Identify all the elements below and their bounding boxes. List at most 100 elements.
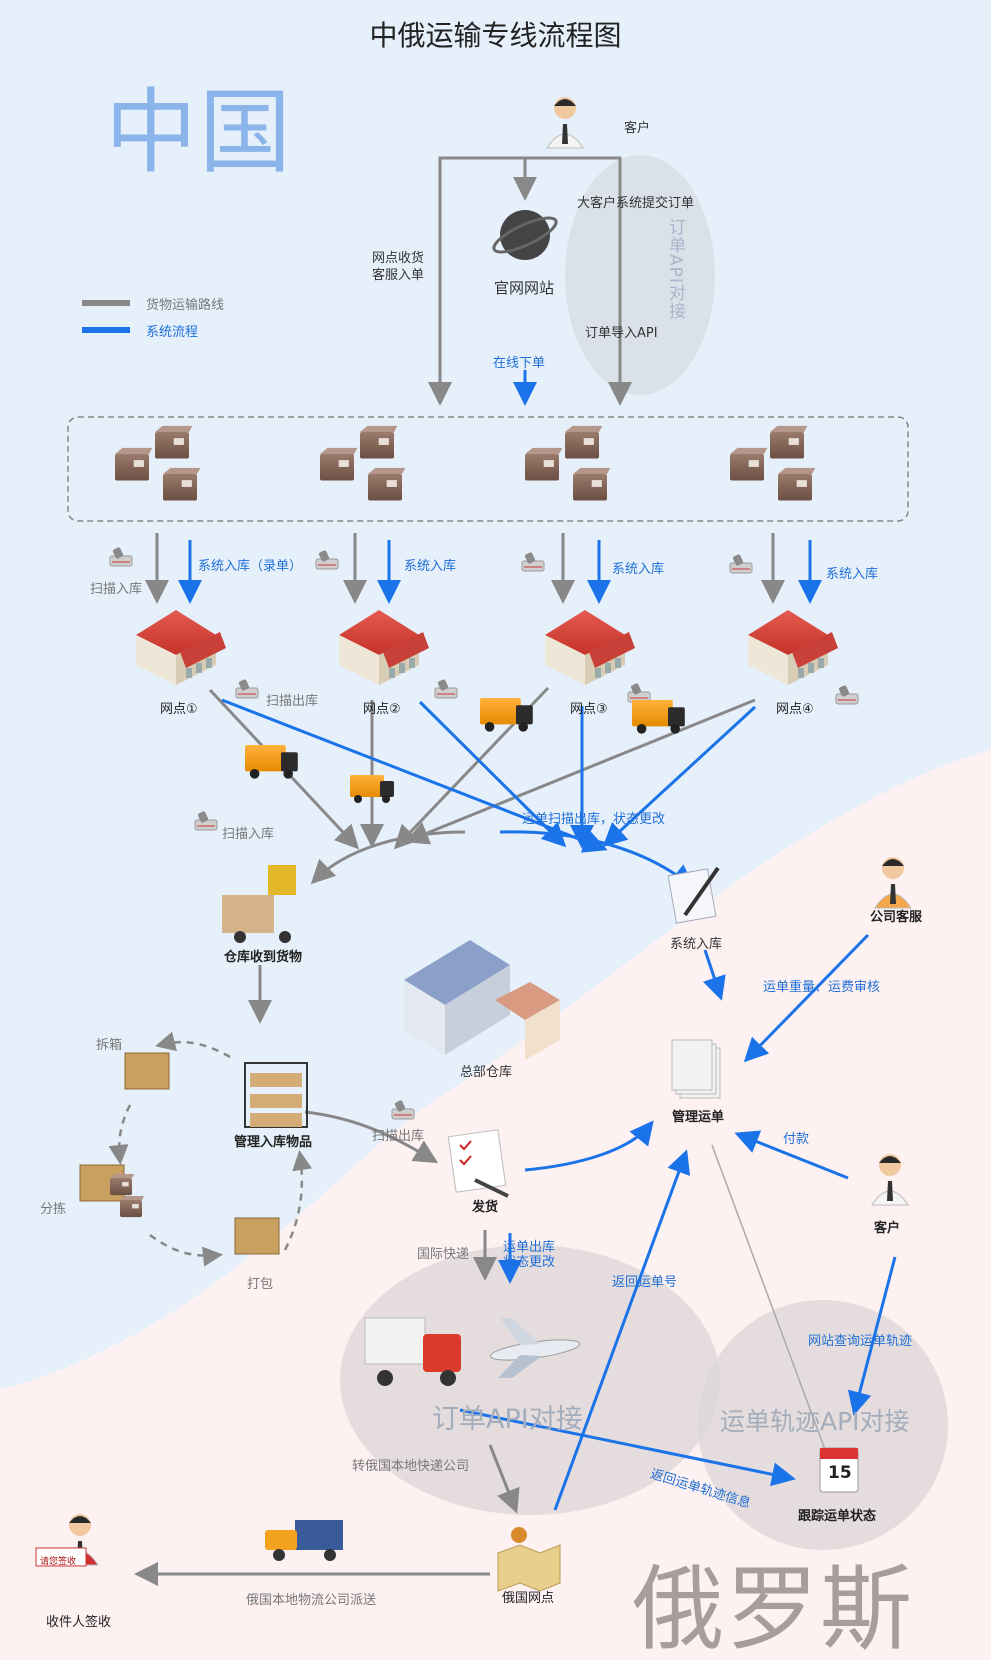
route-to-ship xyxy=(304,1110,439,1164)
station-building-3 xyxy=(545,610,635,685)
station-building-4 xyxy=(748,610,838,685)
hq-warehouse-icon xyxy=(404,940,560,1060)
sort-label: 分拣 xyxy=(40,1202,67,1217)
scanner-out-1 xyxy=(235,679,259,699)
station2-name: 网点② xyxy=(363,702,401,717)
scanner-in-3 xyxy=(521,552,545,572)
truck-3 xyxy=(480,698,533,732)
station-building-2 xyxy=(339,610,429,685)
page-title: 中俄运输专线流程图 xyxy=(369,19,622,52)
intl-express-label: 国际快递 xyxy=(417,1247,470,1262)
warehouse-receive-label: 仓库收到货物 xyxy=(224,950,303,965)
scanner-out-2 xyxy=(434,679,458,699)
region-russia-label: 俄罗斯 xyxy=(632,1556,915,1663)
scanner-out-6 xyxy=(391,1100,415,1120)
sys-service-to-manage xyxy=(743,933,870,1063)
calendar-day-text: 15 xyxy=(828,1463,852,1483)
forklift-icon xyxy=(222,865,296,943)
scan-in-2-label: 扫描入库 xyxy=(222,827,275,842)
loop-to-pack xyxy=(149,1233,223,1267)
manage-goods-icon xyxy=(244,1062,308,1128)
station3-name: 网点③ xyxy=(570,702,608,717)
weight-check-label: 运单重量、运费审核 xyxy=(763,980,881,995)
parcel-stack-4 xyxy=(730,425,816,501)
station4-name: 网点④ xyxy=(776,702,814,717)
sys-website-query xyxy=(847,1256,897,1416)
loop-to-sort xyxy=(108,1104,132,1165)
pack-boxes-icon xyxy=(234,1217,280,1255)
payment-label: 付款 xyxy=(783,1132,810,1147)
company-service-label: 公司客服 xyxy=(870,910,923,925)
scan-in-label: 扫描入库 xyxy=(90,582,143,597)
online-order-label: 在线下单 xyxy=(493,356,546,371)
hq-warehouse-label: 总部仓库 xyxy=(460,1065,513,1080)
parcel-group-box xyxy=(67,416,909,522)
return-waybill-label: 返回运单号 xyxy=(612,1275,678,1290)
big-customer-label: 大客户系统提交订单 xyxy=(577,196,695,211)
pack-label: 打包 xyxy=(247,1277,274,1292)
track-status-label: 跟踪运单状态 xyxy=(798,1509,877,1524)
company-service-icon xyxy=(874,857,912,909)
customer-top-label: 客户 xyxy=(624,121,651,136)
sys-s1-scan xyxy=(221,698,608,853)
sign-card-icon xyxy=(35,1547,87,1567)
truck-2 xyxy=(350,775,394,803)
sys-merge-inbound xyxy=(499,830,695,889)
truck-4 xyxy=(632,700,685,734)
scanner-in-1 xyxy=(109,547,133,567)
track-api-ellipse xyxy=(698,1300,948,1550)
sort-box-3 xyxy=(120,1196,145,1218)
route-bigcustomer xyxy=(558,156,632,406)
order-api-label: 订单导入API xyxy=(585,326,658,341)
manage-waybill-label: 管理运单 xyxy=(672,1110,725,1125)
legend-system-label: 系统流程 xyxy=(146,325,199,340)
parcel-stacks xyxy=(115,425,816,501)
order-api-ellipse xyxy=(565,155,715,395)
region-china-label: 中国 xyxy=(105,79,294,186)
sys-inbound-to-manage xyxy=(702,949,726,1001)
sys-s2-scan xyxy=(418,700,567,848)
station4-inbound-label: 系统入库 xyxy=(826,567,879,582)
unpack-label: 拆箱 xyxy=(96,1038,123,1053)
scan-out-label: 扫描出库 xyxy=(266,694,319,709)
sys-return-track xyxy=(459,1408,796,1487)
intl-truck-icon xyxy=(364,1317,461,1386)
russia-point-map-icon xyxy=(497,1527,561,1592)
station3-inbound-label: 系统入库 xyxy=(612,562,665,577)
local-delivery-van-icon xyxy=(265,1520,343,1561)
website-query-label: 网站查询运单轨迹 xyxy=(808,1334,913,1349)
customer-right-icon xyxy=(871,1154,909,1206)
track-api-big-label: 运单轨迹API对接 xyxy=(720,1407,910,1436)
scan-out-2-label: 扫描出库 xyxy=(372,1129,425,1144)
route-merge-warehouse xyxy=(310,830,466,885)
scanner-out-4 xyxy=(835,685,859,705)
station1-inbound-label: 系统入库（录单） xyxy=(198,559,303,574)
sign-card-text: 请您签收 xyxy=(40,1557,77,1567)
system-inbound-label: 系统入库 xyxy=(670,937,723,952)
order-api-big-label: 订单API对接 xyxy=(432,1404,583,1435)
status-change-label: 运单出库 状态更改 xyxy=(503,1240,556,1270)
parcel-stack-2 xyxy=(320,425,406,501)
sys-return-waybill xyxy=(553,1149,691,1511)
manage-goods-label: 管理入库物品 xyxy=(234,1135,313,1150)
globe-icon xyxy=(500,210,550,260)
scanner-in-2 xyxy=(315,550,339,570)
russia-point-label: 俄国网点 xyxy=(502,1591,555,1606)
customer-top-icon xyxy=(546,97,584,149)
airplane-icon xyxy=(489,1318,581,1378)
ship-label: 发货 xyxy=(472,1200,499,1215)
unpack-boxes-icon xyxy=(124,1052,170,1090)
parcel-stack-1 xyxy=(115,425,201,501)
transfer-label: 转俄国本地快递公司 xyxy=(352,1459,470,1474)
system-inbound-icon xyxy=(667,866,720,924)
truck-1 xyxy=(245,745,298,779)
station2-inbound-label: 系统入库 xyxy=(404,559,457,574)
station-building-1 xyxy=(136,610,226,685)
local-delivery-label: 俄国本地物流公司派送 xyxy=(246,1593,377,1608)
route-transfer xyxy=(488,1444,520,1514)
sys-ship-to-manage xyxy=(524,1120,654,1172)
loop-to-unpack xyxy=(155,1031,231,1059)
parcel-stack-3 xyxy=(525,425,611,501)
